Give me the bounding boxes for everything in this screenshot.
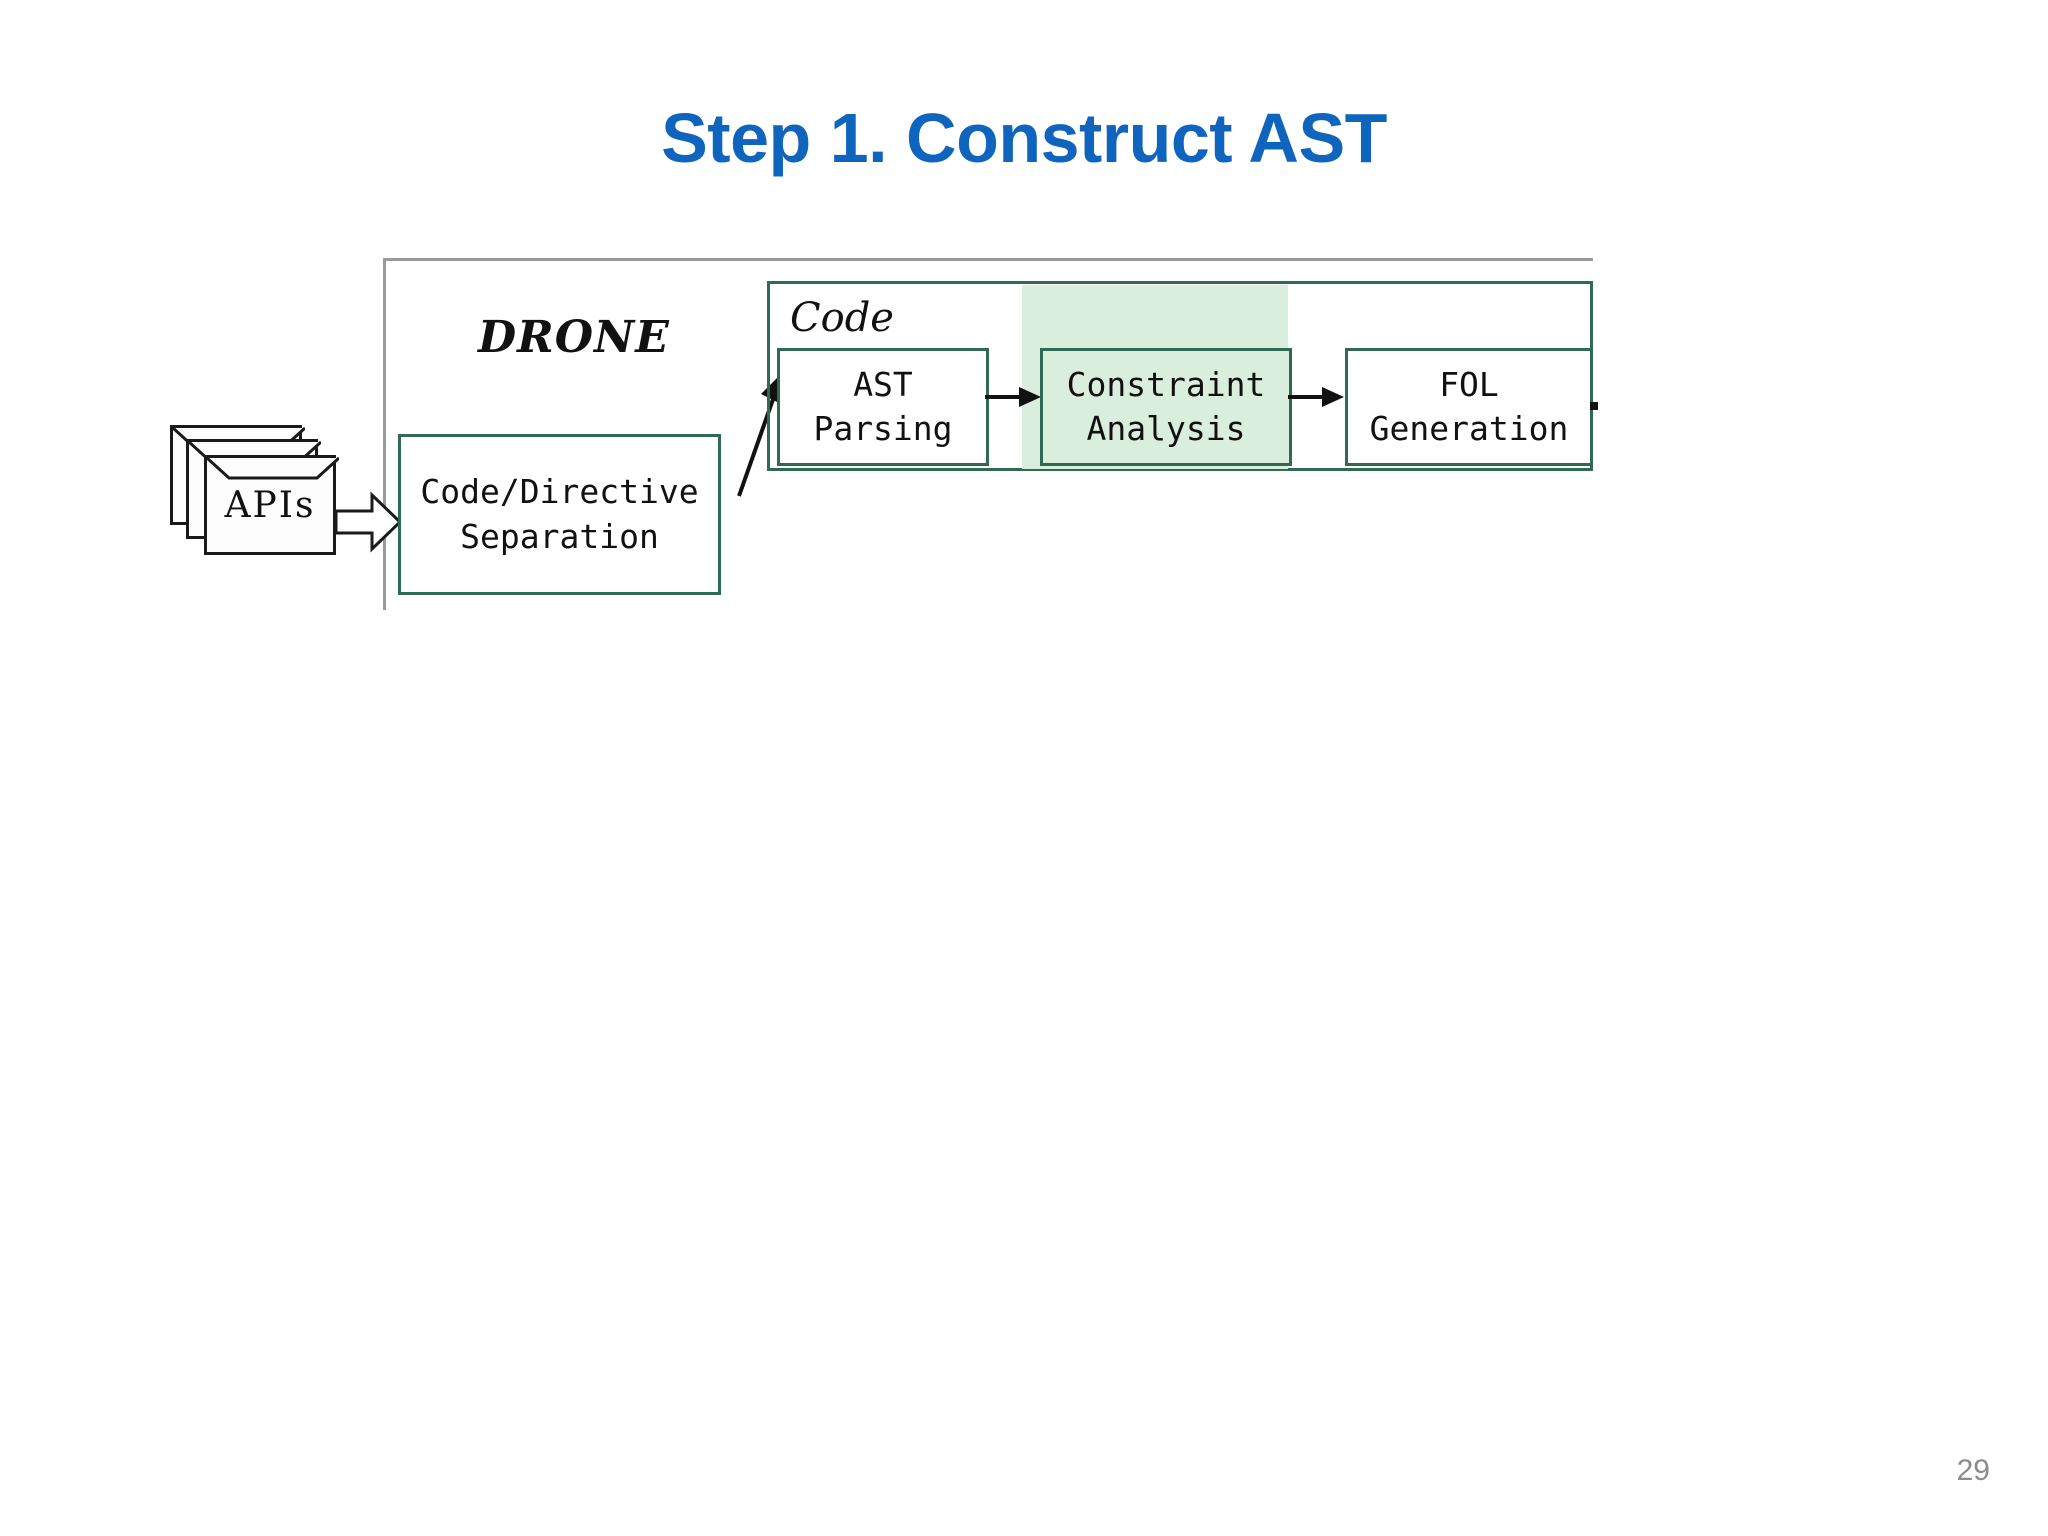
diagram-outer-frame — [383, 258, 1593, 610]
stage-box-constraint-analysis: Constraint Analysis — [1040, 348, 1292, 466]
arrow-ast-parsing-to-constraint-analysis — [985, 387, 1041, 407]
arrow-code-directive-to-ast-parsing — [737, 374, 781, 497]
stage-label-line2: Separation — [460, 516, 659, 556]
apis-document-stack: APIs — [170, 425, 370, 560]
slide-page-number: 29 — [1956, 1454, 1990, 1487]
arrow-stub-cropped — [1590, 402, 1598, 410]
arrow-constraint-analysis-to-fol-generation — [1288, 387, 1344, 407]
document-page-front-icon — [204, 455, 339, 555]
stage-box-ast-parsing: AST Parsing — [777, 348, 989, 466]
system-label-drone: DRONE — [478, 312, 670, 363]
stage-label-line2: Analysis — [1086, 409, 1246, 448]
stage-label-line1: Code/Directive — [420, 472, 699, 512]
stage-label-line1: Constraint — [1066, 364, 1266, 404]
stage-box-fol-generation: FOL Generation — [1345, 348, 1593, 466]
block-arrow-right-icon — [336, 491, 402, 553]
code-group-label: Code — [790, 295, 894, 341]
page-title: Step 1. Construct AST — [661, 99, 1387, 177]
stage-label-line1: AST — [853, 364, 913, 404]
pipeline-diagram: APIs DRONE Code/Directive Separation Cod… — [0, 0, 2048, 700]
stage-label-line1: FOL — [1439, 364, 1499, 404]
stage-label-line2: Generation — [1369, 409, 1569, 448]
page-fold-icon — [207, 456, 339, 480]
stage-label-line2: Parsing — [813, 409, 953, 448]
apis-label: APIs — [224, 484, 316, 526]
stage-box-code-directive-separation: Code/Directive Separation — [398, 434, 721, 595]
